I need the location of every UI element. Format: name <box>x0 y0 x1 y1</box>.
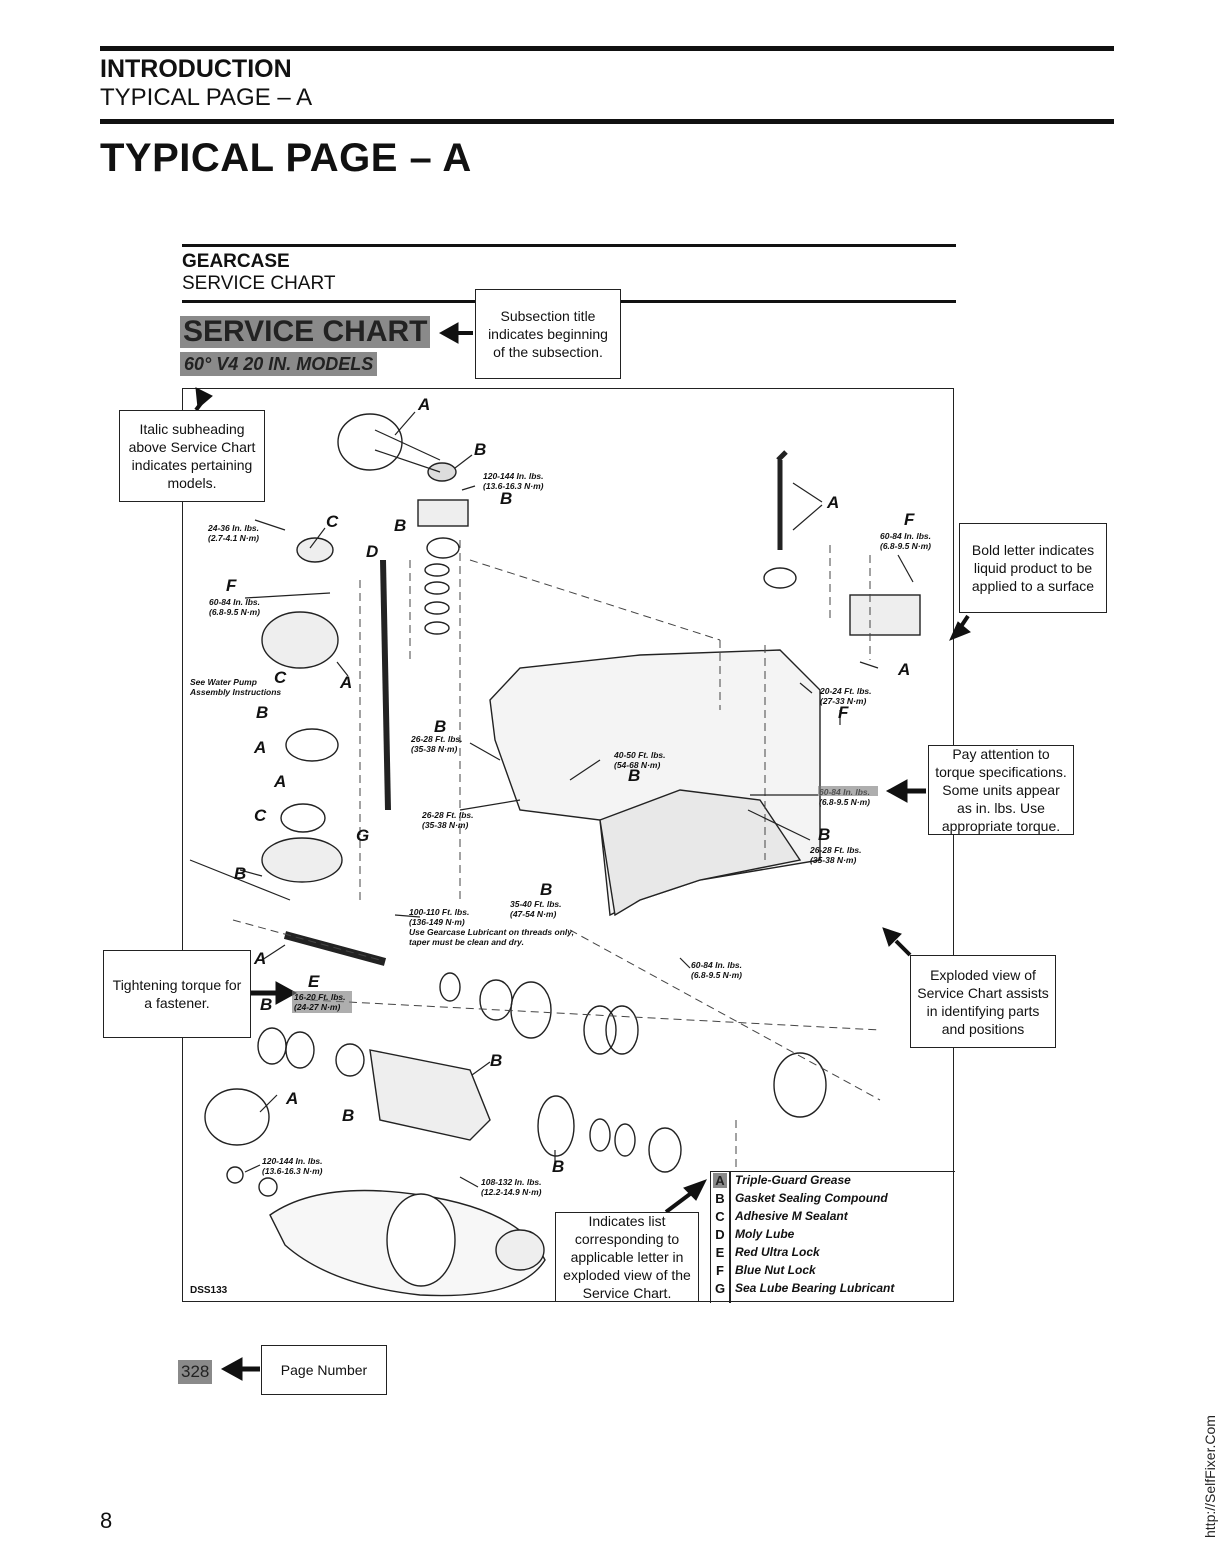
callout-subsection-title: Subsection title indicates beginning of … <box>475 289 621 379</box>
sample-heading: SERVICE CHART <box>180 316 431 348</box>
label-b: B <box>490 1051 503 1070</box>
watermark: http://SelfFixer.Com <box>1202 1415 1218 1538</box>
sample-page-number: 328 <box>178 1360 213 1384</box>
torque-highlight <box>292 991 352 1013</box>
callout-tightening-torque: Tightening torque for a fastener. <box>103 950 251 1038</box>
callout-page-number: Page Number <box>261 1345 387 1395</box>
header-bottom-rule <box>100 119 1114 124</box>
label-c: C <box>254 806 267 825</box>
torque-spec: 26-28 Ft. lbs. (35-38 N·m) <box>411 734 463 754</box>
shift-housing <box>773 1052 827 1118</box>
label-a: A <box>286 1089 299 1108</box>
label-b: B <box>234 864 247 883</box>
prop-nut <box>495 1229 545 1271</box>
label-g: G <box>356 826 370 845</box>
label-a: A <box>827 493 840 512</box>
label-b: B <box>474 440 487 459</box>
figure-id: DSS133 <box>190 1285 228 1296</box>
callout-exploded-view: Exploded view of Service Chart assists i… <box>910 955 1056 1048</box>
impeller <box>285 728 339 762</box>
seal-detail <box>337 413 403 471</box>
label-b: B <box>434 717 447 736</box>
torque-spec: 26-28 Ft. lbs. (35-38 N·m) <box>810 845 862 865</box>
header-section: INTRODUCTION <box>100 55 292 83</box>
label-f: F <box>838 703 849 722</box>
torque-spec: 60-84 In. lbs. (6.8-9.5 N·m) <box>880 531 932 551</box>
label-f: F <box>904 510 915 529</box>
label-c: C <box>326 512 339 531</box>
callout-bold-letter: Bold letter indicates liquid product to … <box>959 523 1107 613</box>
torque-spec: 100-110 Ft. lbs. (136-149 N·m) Use Gearc… <box>409 907 575 947</box>
label-b: B <box>818 825 831 844</box>
callout-torque-specs: Pay attention to torque specifications. … <box>928 745 1074 835</box>
seal-detail-2 <box>204 1088 270 1146</box>
label-b: B <box>342 1106 355 1125</box>
forward-gear <box>479 979 513 1021</box>
torque-spec: 120-144 In. lbs. (13.6-16.3 N·m) <box>483 471 544 491</box>
label-d: D <box>366 542 379 561</box>
gasket-ring <box>280 803 326 833</box>
torque-spec-highlighted: 16-20 Ft. lbs. (24-27 N·m) <box>294 992 346 1012</box>
sample-section: GEARCASE <box>182 251 290 272</box>
label-a: A <box>254 738 267 757</box>
page-number: 8 <box>100 1508 113 1533</box>
seal-ring <box>426 537 460 559</box>
legend-divider <box>729 1172 731 1303</box>
carrier-o-ring <box>537 1095 575 1157</box>
impeller-plate <box>261 837 343 883</box>
retainer <box>417 499 469 527</box>
driveshaft <box>380 559 391 811</box>
sample-subheading: 60° V4 20 IN. MODELS <box>180 352 378 376</box>
torque-spec: 24-36 In. lbs. (2.7-4.1 N·m) <box>208 523 260 543</box>
header-top-rule <box>100 46 1114 51</box>
torque-highlight <box>818 786 878 796</box>
label-b: B <box>628 766 641 785</box>
label-b: B <box>260 995 273 1014</box>
label-b: B <box>540 880 553 899</box>
reverse-gear <box>648 1127 682 1173</box>
label-b: B <box>500 489 513 508</box>
torque-spec: 40-50 Ft. lbs. (54-68 N·m) <box>614 750 666 770</box>
callout-italic-subheading: Italic subheading above Service Chart in… <box>119 410 265 502</box>
water-tube <box>776 450 788 550</box>
page-title: TYPICAL PAGE – A <box>100 136 472 180</box>
label-b: B <box>256 703 269 722</box>
prop-shaft <box>283 931 387 966</box>
label-b: B <box>552 1157 565 1176</box>
pinion-gear <box>510 981 552 1039</box>
sample-subsection: SERVICE CHART <box>182 273 336 294</box>
water-pump-housing <box>261 611 339 669</box>
label-a: A <box>254 949 267 968</box>
torque-spec: 20-24 Ft. lbs. (27-33 N·m) <box>820 686 872 706</box>
label-e: E <box>308 972 320 991</box>
sample-top-rule <box>182 244 956 247</box>
pump-cover <box>296 537 334 563</box>
label-a: A <box>340 673 353 692</box>
label-a: A <box>274 772 287 791</box>
torque-spec: 108-132 In. lbs. (12.2-14.9 N·m) <box>481 1177 542 1197</box>
label-a: A <box>898 660 911 679</box>
torque-spec: 60-84 In. lbs. (6.8-9.5 N·m) <box>209 597 261 617</box>
bearing-carrier <box>369 1049 491 1141</box>
label-f: F <box>226 576 237 595</box>
header-subsection: TYPICAL PAGE – A <box>100 84 313 111</box>
callout-indicates-list: Indicates list corresponding to applicab… <box>555 1212 699 1302</box>
torque-spec: 26-28 Ft. lbs. (35-38 N·m) <box>422 810 474 830</box>
tube-seal <box>763 567 797 589</box>
torque-spec: 35-40 Ft. lbs. (47-54 N·m) <box>510 899 562 919</box>
label-b: B <box>394 516 407 535</box>
label-a: A <box>418 395 431 414</box>
label-c: C <box>274 668 287 687</box>
torque-spec: 120-144 In. lbs. (13.6-16.3 N·m) <box>262 1156 323 1176</box>
water-pump-base <box>849 594 921 636</box>
gearcase-skeg <box>599 789 802 917</box>
water-pump-note: See Water Pump Assembly Instructions <box>190 677 282 697</box>
torque-spec: 60-84 In. lbs. (6.8-9.5 N·m) <box>691 960 743 980</box>
bearing <box>427 462 457 482</box>
